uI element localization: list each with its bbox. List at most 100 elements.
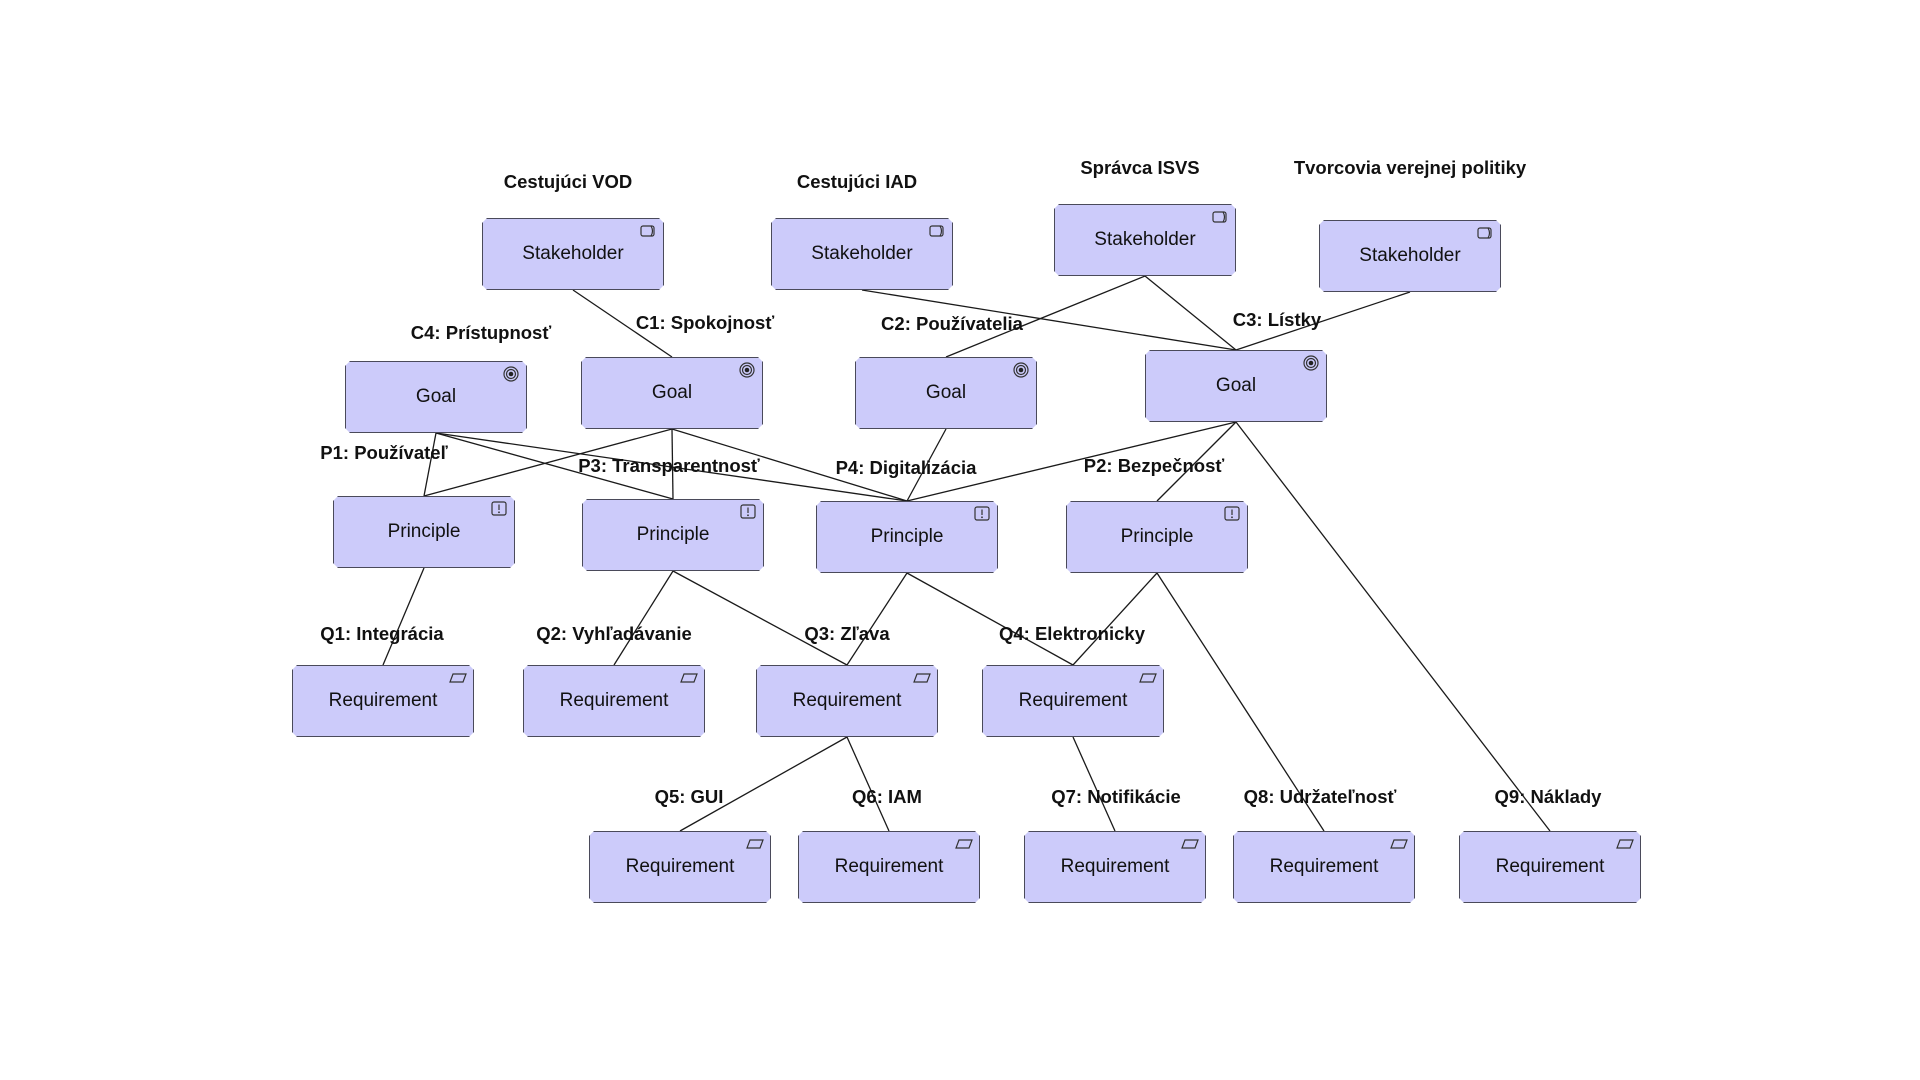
principle-icon xyxy=(739,504,757,520)
requirement-node-q7[interactable]: Requirement xyxy=(1024,831,1206,903)
goal-node-c1[interactable]: Goal xyxy=(581,357,763,429)
requirement-node-q6[interactable]: Requirement xyxy=(798,831,980,903)
principle-type-label: Principle xyxy=(1120,526,1194,547)
principle-icon xyxy=(490,501,508,517)
goal-target-icon xyxy=(1302,355,1320,371)
requirement-node-q5[interactable]: Requirement xyxy=(589,831,771,903)
stakeholder-icon xyxy=(928,223,946,239)
relation-line xyxy=(1072,572,1158,666)
relation-line xyxy=(382,567,425,666)
principle-node-p3[interactable]: Principle xyxy=(582,499,764,571)
goal-target-icon xyxy=(502,366,520,382)
stakeholder-name-label: Tvorcovia verejnej politiky xyxy=(1293,157,1527,178)
relation-line xyxy=(672,570,848,666)
requirement-type-label: Requirement xyxy=(625,856,735,877)
requirement-name-label: Q8: Udržateľnosť xyxy=(1243,786,1397,807)
requirement-icon xyxy=(1390,836,1408,852)
principle-type-label: Principle xyxy=(870,526,944,547)
requirement-icon xyxy=(449,670,467,686)
principle-type-label: Principle xyxy=(636,524,710,545)
requirement-type-label: Requirement xyxy=(1269,856,1379,877)
stakeholder-name-label: Správca ISVS xyxy=(1080,157,1200,178)
goal-name-label: C1: Spokojnosť xyxy=(635,312,775,333)
stakeholder-type-label: Stakeholder xyxy=(1359,245,1461,266)
principle-name-label: P3: Transparentnosť xyxy=(578,455,760,476)
requirement-node-q2[interactable]: Requirement xyxy=(523,665,705,737)
relation-line xyxy=(435,432,674,500)
requirement-node-q9[interactable]: Requirement xyxy=(1459,831,1641,903)
principle-type-label: Principle xyxy=(387,521,461,542)
stakeholder-icon xyxy=(1211,209,1229,225)
relation-line xyxy=(572,289,673,358)
goal-target-icon xyxy=(738,362,756,378)
requirement-name-label: Q6: IAM xyxy=(852,786,922,807)
requirement-type-label: Requirement xyxy=(1495,856,1605,877)
goal-type-label: Goal xyxy=(925,382,967,403)
relation-line xyxy=(1235,291,1411,351)
requirement-type-label: Requirement xyxy=(1060,856,1170,877)
requirement-node-q3[interactable]: Requirement xyxy=(756,665,938,737)
requirement-icon xyxy=(680,670,698,686)
stakeholder-name-label: Cestujúci VOD xyxy=(503,171,633,192)
stakeholder-type-label: Stakeholder xyxy=(1094,229,1196,250)
relation-line xyxy=(1156,421,1237,502)
requirement-icon xyxy=(913,670,931,686)
relation-line xyxy=(435,432,908,502)
relation-line xyxy=(1235,421,1551,832)
principle-icon xyxy=(1223,506,1241,522)
requirement-node-q4[interactable]: Requirement xyxy=(982,665,1164,737)
relation-line xyxy=(423,428,673,497)
principle-name-label: P1: Používateľ xyxy=(320,442,448,463)
relation-line xyxy=(613,570,674,666)
relation-line xyxy=(1144,275,1237,351)
relation-line xyxy=(671,428,674,500)
principle-name-label: P4: Digitalizácia xyxy=(835,457,977,478)
requirement-node-q1[interactable]: Requirement xyxy=(292,665,474,737)
relation-line xyxy=(846,736,890,832)
relation-line xyxy=(906,572,1074,666)
principle-icon xyxy=(973,506,991,522)
requirement-name-label: Q5: GUI xyxy=(654,786,724,807)
principle-name-label: P2: Bezpečnosť xyxy=(1083,455,1225,476)
relation-line xyxy=(846,572,908,666)
stakeholder-node-sh_isvs[interactable]: Stakeholder xyxy=(1054,204,1236,276)
goal-type-label: Goal xyxy=(1215,375,1257,396)
requirement-name-label: Q2: Vyhľadávanie xyxy=(536,623,692,644)
stakeholder-node-sh_tvp[interactable]: Stakeholder xyxy=(1319,220,1501,292)
stakeholder-node-sh_vod[interactable]: Stakeholder xyxy=(482,218,664,290)
goal-node-c4[interactable]: Goal xyxy=(345,361,527,433)
relation-line xyxy=(861,289,1237,351)
requirement-name-label: Q9: Náklady xyxy=(1494,786,1602,807)
requirement-node-q8[interactable]: Requirement xyxy=(1233,831,1415,903)
goal-node-c2[interactable]: Goal xyxy=(855,357,1037,429)
requirement-type-label: Requirement xyxy=(834,856,944,877)
goal-target-icon xyxy=(1012,362,1030,378)
stakeholder-node-sh_iad[interactable]: Stakeholder xyxy=(771,218,953,290)
requirement-type-label: Requirement xyxy=(1018,690,1128,711)
stakeholder-type-label: Stakeholder xyxy=(811,243,913,264)
stakeholder-type-label: Stakeholder xyxy=(522,243,624,264)
relation-line xyxy=(1156,572,1325,832)
relation-line xyxy=(906,421,1237,502)
principle-node-p2[interactable]: Principle xyxy=(1066,501,1248,573)
requirement-icon xyxy=(1616,836,1634,852)
requirement-name-label: Q7: Notifikácie xyxy=(1051,786,1181,807)
goal-node-c3[interactable]: Goal xyxy=(1145,350,1327,422)
requirement-name-label: Q4: Elektronicky xyxy=(998,623,1145,644)
relation-line xyxy=(679,736,848,832)
stakeholder-icon xyxy=(639,223,657,239)
principle-node-p1[interactable]: Principle xyxy=(333,496,515,568)
requirement-icon xyxy=(955,836,973,852)
relation-line xyxy=(945,275,1146,358)
requirement-type-label: Requirement xyxy=(792,690,902,711)
stakeholder-icon xyxy=(1476,225,1494,241)
goal-name-label: C2: Používatelia xyxy=(881,313,1023,334)
relation-line xyxy=(1072,736,1116,832)
requirement-type-label: Requirement xyxy=(328,690,438,711)
relation-line xyxy=(423,432,437,497)
principle-node-p4[interactable]: Principle xyxy=(816,501,998,573)
requirement-name-label: Q3: Zľava xyxy=(804,623,890,644)
requirement-icon xyxy=(1139,670,1157,686)
